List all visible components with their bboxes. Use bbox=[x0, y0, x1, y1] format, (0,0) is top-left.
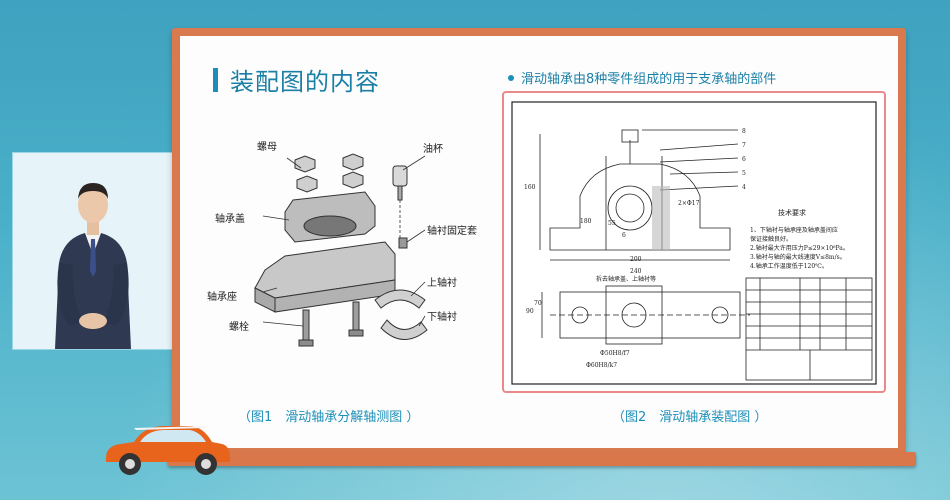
label-bolt: 螺栓 bbox=[229, 322, 249, 333]
caption-figure-2: （图2 滑动轴承装配图 ） bbox=[612, 410, 768, 425]
dim-180: 180 bbox=[580, 218, 592, 225]
presenter-video bbox=[12, 152, 174, 350]
car-illustration bbox=[100, 418, 235, 478]
tech-req-block: 1、下轴衬与轴承座及轴承盖间应 保证接触良好。 2.轴衬最大许用压力P≤29×1… bbox=[750, 226, 874, 271]
dim-240: 240 bbox=[630, 268, 642, 275]
tech-req-line-1: 1、下轴衬与轴承座及轴承盖间应 bbox=[750, 227, 838, 234]
presenter-figure bbox=[13, 153, 173, 349]
dim-phi60: Φ60H8/k7 bbox=[586, 362, 618, 369]
svg-text:7: 7 bbox=[742, 142, 746, 149]
label-bearing-cap: 轴承盖 bbox=[215, 214, 245, 225]
slide-title: 装配图的内容 bbox=[230, 68, 380, 96]
label-bearing-seat: 轴承座 bbox=[207, 292, 237, 303]
tech-req-line-3: 2.轴衬最大许用压力P≤29×10⁶Pa。 bbox=[750, 245, 849, 252]
caption-figure-1: （图1 滑动轴承分解轴测图 ） bbox=[238, 410, 420, 425]
dim-55: 55 bbox=[608, 220, 616, 227]
svg-text:8: 8 bbox=[742, 128, 746, 135]
bullet-text: 滑动轴承由8种零件组成的用于支承轴的部件 bbox=[521, 72, 777, 87]
assembly-drawing: 8 7 6 5 4 技术要求 1、下轴衬与轴承座及轴承盖间应 保证接触良好。 2… bbox=[510, 100, 878, 386]
dim-200: 200 bbox=[630, 256, 642, 263]
svg-text:4: 4 bbox=[742, 184, 746, 191]
exploded-view-drawing bbox=[254, 153, 428, 347]
tech-req-title: 技术要求 bbox=[778, 209, 806, 217]
tech-req-line-2: 保证接触良好。 bbox=[750, 236, 793, 243]
dim-2xphi17: 2×Φ17 bbox=[678, 200, 700, 207]
label-nut: 螺母 bbox=[257, 142, 277, 153]
dim-160: 160 bbox=[524, 184, 536, 191]
assembly-drawing-svg: 8 7 6 5 4 bbox=[511, 101, 877, 385]
dim-phi50: Φ50H8/f7 bbox=[600, 350, 630, 357]
label-lower-bushing: 下轴衬 bbox=[427, 312, 457, 323]
svg-text:6: 6 bbox=[742, 156, 746, 163]
slide-title-block: 装配图的内容 bbox=[213, 62, 380, 97]
label-oil-cup: 油杯 bbox=[423, 144, 443, 155]
bullet-dot-icon bbox=[508, 74, 514, 81]
tech-req-line-4: 3.轴衬与轴的最大线速度V≤8m/s。 bbox=[750, 254, 846, 261]
label-upper-bushing: 上轴衬 bbox=[427, 278, 457, 289]
label-bushing-fixing-sleeve: 轴衬固定套 bbox=[427, 226, 477, 237]
svg-text:5: 5 bbox=[742, 170, 746, 177]
exploded-view-figure: 螺母 油杯 轴承盖 轴衬固定套 轴承座 上轴衬 螺栓 下轴衬 bbox=[207, 130, 495, 360]
bullet-point: 滑动轴承由8种零件组成的用于支承轴的部件 bbox=[508, 68, 776, 87]
dim-6: 6 bbox=[622, 232, 626, 239]
view-label: 拆去轴承盖、上轴衬等 bbox=[596, 276, 657, 283]
title-accent-bar bbox=[213, 67, 218, 92]
dim-90: 90 bbox=[526, 308, 534, 315]
car-icon bbox=[106, 426, 230, 475]
dim-70: 70 bbox=[534, 300, 542, 307]
tech-req-line-5: 4.轴承工作温度低于120℃。 bbox=[750, 263, 828, 270]
board-ledge bbox=[168, 452, 916, 466]
